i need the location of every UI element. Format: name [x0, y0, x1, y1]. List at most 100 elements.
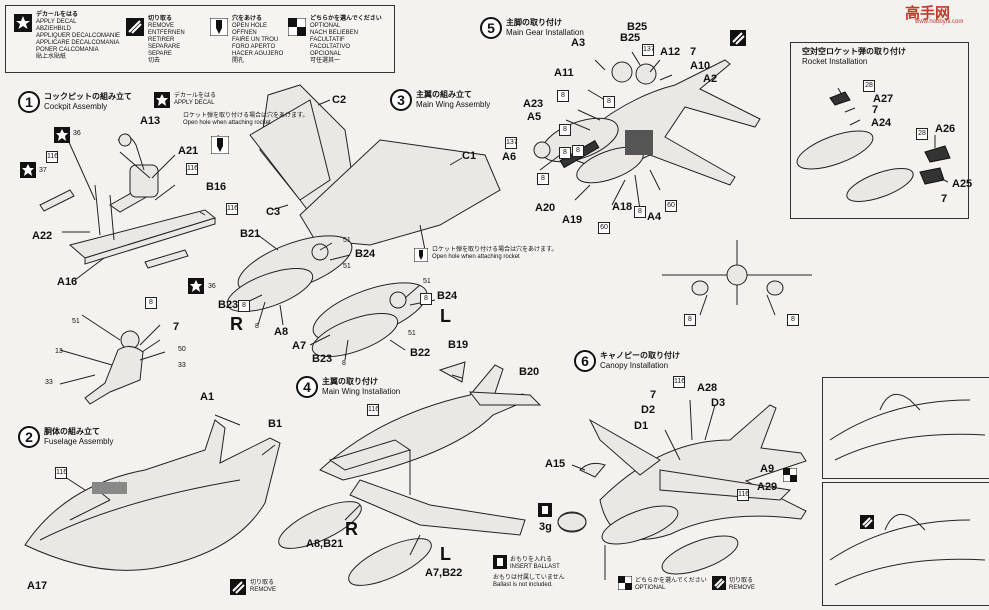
gear-assembly: [533, 51, 761, 211]
paint-number: 28: [863, 80, 875, 92]
paint-number: 8: [145, 297, 157, 309]
part-label: B19: [448, 339, 469, 351]
paint-number: 33: [45, 379, 53, 386]
paint-number: 8: [572, 145, 584, 157]
paint-number: 8: [557, 90, 569, 102]
part-label: A1: [200, 391, 215, 403]
wing-hole-note: ロケット弾を取り付ける場合は穴をあけます。Open hole when atta…: [432, 247, 558, 260]
part-label: A7: [292, 340, 307, 352]
part-label: A24: [871, 117, 892, 129]
paint-number: 7: [650, 389, 657, 401]
part-label: A29: [757, 481, 778, 493]
ballast-icon: [493, 555, 507, 574]
part-label: A3: [571, 37, 586, 49]
paint-number: 116: [673, 376, 685, 388]
part-label: B25: [620, 32, 641, 44]
paint-number: 28: [916, 128, 928, 140]
cockpit-tub: [39, 133, 217, 281]
decal-number: 36: [73, 130, 81, 137]
part-label: A4: [647, 211, 662, 223]
paint-number: 8: [634, 206, 646, 218]
step-5-header: 5 主脚の取り付け Main Gear Installation: [480, 17, 584, 39]
star-decal-icon: [14, 14, 32, 32]
part-label: A23: [523, 98, 544, 110]
paint-number: 51: [408, 330, 416, 337]
part-label: B23: [218, 299, 239, 311]
paint-number: 8: [342, 360, 346, 367]
star-decal-icon: [20, 162, 36, 183]
paint-number: 8: [238, 300, 250, 312]
paint-number: 13: [55, 348, 63, 355]
paint-number: 8: [603, 96, 615, 108]
side-indicator-r: R: [230, 314, 243, 334]
front-view-aircraft: [662, 240, 812, 316]
part-label: A28: [697, 382, 718, 394]
paint-number: 60: [665, 200, 677, 212]
part-label: A26: [935, 123, 956, 135]
part-label: D3: [711, 397, 726, 409]
step-6-header: 6 キャノピーの取り付け Canopy Installation: [574, 350, 680, 372]
part-label: A18: [612, 201, 633, 213]
part-label: A19: [562, 214, 583, 226]
side-indicator-l: L: [440, 306, 451, 326]
main-wing-parts: [217, 84, 501, 251]
legend-remove: [126, 18, 144, 41]
canopy-detail-panels: [829, 393, 986, 586]
side-indicator-l: L: [440, 544, 451, 564]
paint-number: 116: [226, 203, 238, 215]
paint-number: 50: [178, 346, 186, 353]
cutter-icon: [230, 579, 246, 600]
part-label: B22: [410, 347, 431, 359]
part-label: A8: [274, 326, 289, 338]
paint-number: 116: [46, 151, 58, 163]
part-label: A8,B21: [306, 538, 344, 550]
paint-number: 51: [343, 237, 351, 244]
paint-number: 8: [559, 147, 571, 159]
paint-number: 7: [872, 104, 879, 116]
part-label: B16: [206, 181, 227, 193]
rocket-panel-drawing: [796, 87, 951, 202]
paint-number: 33: [178, 362, 186, 369]
side-indicator-r: R: [345, 519, 358, 539]
rocket-installation-panel: [790, 42, 969, 219]
part-label: A17: [27, 580, 48, 592]
paint-number: 8: [420, 293, 432, 305]
part-label: A12: [660, 46, 681, 58]
paint-number: 51: [423, 278, 431, 285]
part-label: B21: [240, 228, 261, 240]
part-label: A6: [502, 151, 517, 163]
part-label: A27: [873, 93, 894, 105]
part-label: A7,B22: [425, 567, 463, 579]
part-label: A9: [760, 463, 775, 475]
part-label: D2: [641, 404, 656, 416]
part-label: A11: [554, 67, 574, 79]
paint-number: 8: [255, 323, 259, 330]
part-label: B25: [627, 21, 648, 33]
part-label: A16: [57, 276, 78, 288]
paint-number: 116: [737, 489, 749, 501]
part-label: A15: [545, 458, 566, 470]
watermark-logo: 高手网: [905, 5, 951, 22]
part-label: A2: [703, 73, 718, 85]
legend-decal: [14, 14, 32, 37]
paint-number: 8: [787, 314, 799, 326]
paint-number: 7: [941, 193, 948, 205]
part-label: A13: [140, 115, 161, 127]
paint-number: 8: [684, 314, 696, 326]
step-1-header: 1 コックピットの組み立て Cockpit Assembly: [18, 91, 132, 113]
pilot-figure: [59, 314, 166, 405]
part-label: B20: [519, 366, 540, 378]
paint-number: 8: [559, 124, 571, 136]
paint-number: 137: [505, 137, 518, 149]
part-label: D1: [634, 420, 649, 432]
cutter-icon: [730, 30, 746, 51]
paint-number: 116: [55, 467, 67, 479]
